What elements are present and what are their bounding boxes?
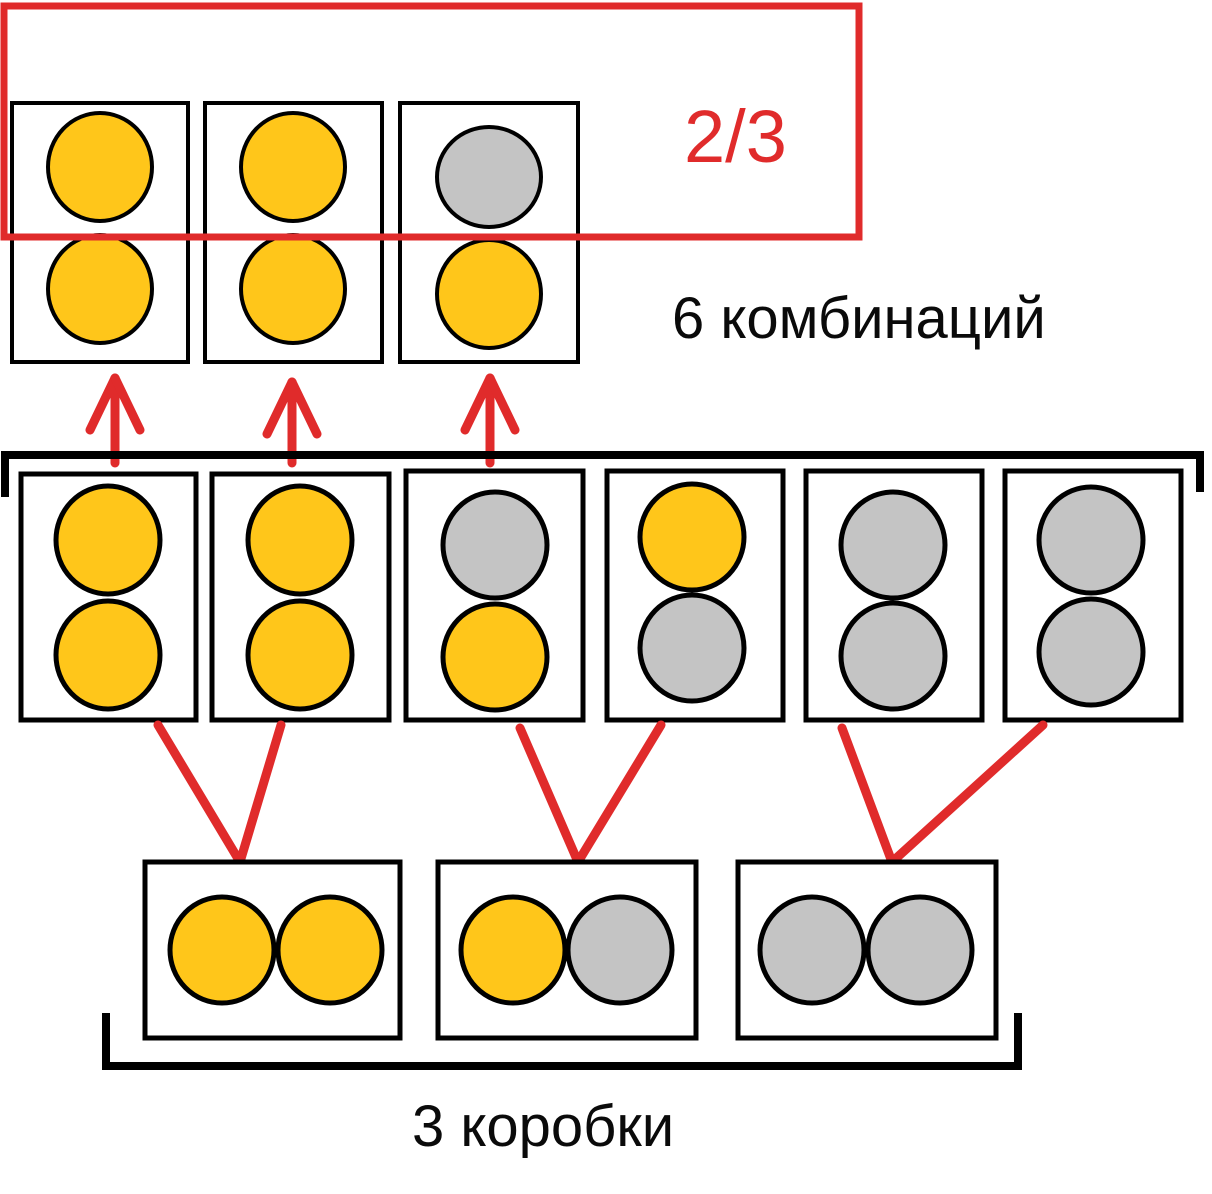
bottom-box-2 (435, 859, 699, 1041)
top-row-group (10, 101, 580, 364)
fraction-label: 2/3 (684, 95, 787, 178)
middle-box-3 (403, 468, 586, 723)
top-box-1 (10, 101, 190, 364)
middle-box-1 (18, 471, 199, 723)
ball-gray (637, 592, 747, 704)
ball-yellow (245, 483, 355, 597)
top-box-2 (203, 101, 384, 364)
ball-yellow (53, 483, 163, 597)
top-box-3 (398, 101, 580, 364)
combinations-label: 6 комбинаций (672, 286, 1046, 351)
ball-gray (838, 489, 948, 601)
ball-yellow (167, 894, 277, 1006)
ball-yellow (435, 238, 543, 350)
middle-box-5 (803, 468, 985, 723)
bottom-box-3 (735, 859, 999, 1041)
up-arrow-3 (460, 373, 520, 468)
ball-yellow (239, 111, 347, 223)
middle-box-4 (604, 468, 786, 723)
ball-yellow (637, 481, 747, 593)
ball-yellow (239, 233, 347, 345)
connector-m5-b3 (837, 723, 897, 867)
ball-yellow (46, 233, 154, 345)
middle-box-2 (209, 471, 392, 723)
middle-row-bracket (1, 451, 1204, 497)
ball-yellow (275, 894, 385, 1006)
up-arrow-2 (262, 377, 322, 468)
bottom-box-1 (142, 859, 403, 1041)
connector-m2-b1 (235, 720, 286, 867)
bottom-row-group (142, 859, 999, 1041)
up-arrow-1 (85, 373, 145, 468)
up-arrows-group (85, 373, 520, 468)
ball-gray (1036, 596, 1146, 708)
connector-m6-b3 (887, 720, 1048, 867)
connector-m4-b2 (573, 720, 666, 867)
ball-gray (838, 600, 948, 712)
connector-m3-b2 (515, 723, 583, 867)
ball-gray (435, 125, 543, 229)
fraction-highlight-rect (0, 2, 863, 241)
middle-box-6 (1002, 468, 1184, 723)
ball-yellow (458, 894, 568, 1006)
ball-gray (440, 489, 550, 601)
boxes-label: 3 коробки (412, 1094, 675, 1159)
ball-yellow (245, 598, 355, 712)
ball-gray (565, 894, 675, 1006)
bottom-row-bracket (102, 1013, 1022, 1070)
ball-yellow (440, 601, 550, 713)
ball-gray (757, 894, 867, 1006)
ball-yellow (53, 598, 163, 712)
ball-gray (1036, 484, 1146, 596)
ball-gray (865, 894, 975, 1006)
connectors-group (153, 720, 1048, 867)
ball-yellow (46, 111, 154, 223)
middle-row-group (18, 468, 1184, 723)
connector-m1-b1 (153, 720, 245, 867)
